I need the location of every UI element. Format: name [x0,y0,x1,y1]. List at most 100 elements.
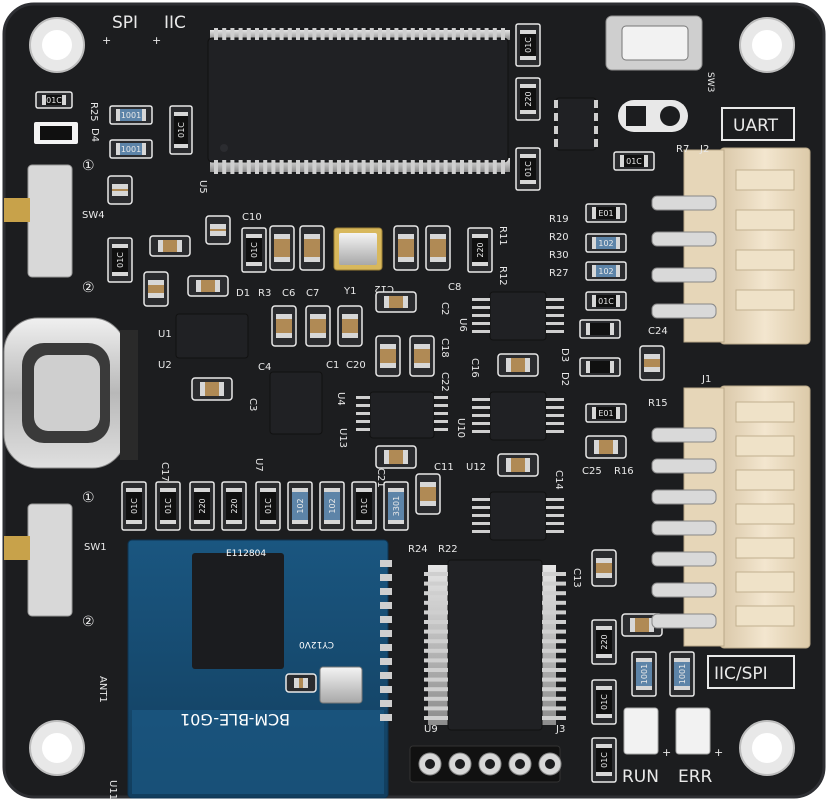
designator-r15-34: R15 [648,398,668,409]
cap-33 [107,175,133,205]
res-10: 220 [467,227,493,273]
resistor-code-26: 220 [600,634,609,649]
label-spi: SPI [112,13,138,33]
res-29: 1001 [631,651,657,697]
designator-c17-40: C17 [159,462,170,482]
regulator-u1 [175,313,249,359]
designator-d1-5: D1 [236,288,250,299]
designator-d3-32: D3 [559,348,570,362]
designator-r11-12: R11 [497,226,508,246]
label-uart: UART [733,116,779,136]
cap-36 [299,225,325,271]
chip-8pin-top [555,97,597,151]
designator-r7-18: R7 [676,144,689,155]
cap-37 [393,225,419,271]
resistor-code-18: 01C [164,498,173,514]
designator-r30-16: R30 [549,250,569,261]
resistor-code-29: 1001 [640,664,649,684]
designator-u7-39: U7 [253,458,264,472]
resistor-code-27: 01C [600,694,609,710]
res-9: 01C [241,227,267,273]
designator-u10-41: U10 [455,418,466,438]
designator-j3-55: J3 [555,724,565,735]
res-30: 1001 [669,651,695,697]
resistor-code-1: 1001 [121,111,141,120]
res-22: 102 [287,481,313,531]
designator-c11-43: C11 [434,462,454,473]
resistor-code-16: E01 [598,409,613,418]
designator-r12-13: R12 [497,266,508,286]
cap-38 [425,225,451,271]
uart-label-frame [721,107,795,141]
res-20: 220 [221,481,247,531]
designator-r16-47: R16 [614,466,634,477]
designator-r22-50: R22 [438,544,458,555]
cap-43 [337,305,363,347]
resistor-code-13: 102 [598,267,613,276]
res-19: 220 [189,481,215,531]
designator-c6-7: C6 [282,288,295,299]
resistor-code-19: 220 [198,498,207,513]
cap-44 [375,291,417,313]
resistor-code-17: 01C [130,498,139,514]
designator-c13-51: C13 [571,568,582,588]
cap-49 [375,445,417,469]
designator-sw1-48: SW1 [84,542,107,553]
designator-circle2-57: ② [82,280,95,296]
res-0: 01C [35,91,73,109]
label-iic: IIC [164,13,186,33]
chip-u5 [207,30,510,172]
resistor-code-30: 1001 [678,664,687,684]
res-31 [579,319,621,339]
ic-pins [214,28,795,776]
cap-35 [269,225,295,271]
res-27: 01C [591,679,617,725]
mounting-holes [29,17,795,776]
res-12: 102 [585,233,627,253]
designator-u4-37: U4 [335,392,346,406]
chip-u13 [369,391,435,439]
module-marking-1: E112804 [226,549,266,559]
designator-c8-11: C8 [448,282,461,293]
label-plus-spi: + [102,34,111,47]
designator-ant1-52: ANT1 [97,676,108,703]
designator-j2-19: J2 [699,144,709,155]
cap-54 [591,549,617,587]
chip-u10 [489,391,547,441]
cap-53 [585,435,627,459]
resistor-code-0: 01C [46,96,62,105]
cap-48 [497,453,539,477]
res-15: 01C [107,237,133,283]
cap-57 [187,275,229,297]
module-marking-2: CY12V0 [299,639,334,649]
resistor-code-2: 1001 [121,145,141,154]
cap-39 [149,235,191,257]
chip-u6 [489,291,547,341]
res-6: 220 [515,77,541,121]
designator-u13-38: U13 [337,428,348,448]
res-13: 102 [585,261,627,281]
cap-56 [285,673,317,693]
designator-c16-30: C16 [469,358,480,378]
designator-c25-46: C25 [582,466,602,477]
resistor-code-23: 102 [328,498,337,513]
resistor-code-20: 220 [230,498,239,513]
cap-50 [415,473,441,515]
cap-41 [271,305,297,347]
ble-module-u11 [127,539,389,799]
cap-34 [205,215,231,245]
res-18: 01C [155,481,181,531]
designator-y1-9: Y1 [343,286,356,297]
res-24: 01C [351,481,377,531]
designator-c20-25: C20 [346,360,366,371]
res-14: 01C [585,291,627,311]
resistor-code-14: 01C [598,297,614,306]
res-4: 01C [169,105,193,155]
label-err: ERR [678,767,713,787]
designator-d2-31: D2 [559,372,570,386]
designator-c14-45: C14 [553,470,564,490]
designator-u6-27: U6 [457,318,468,332]
